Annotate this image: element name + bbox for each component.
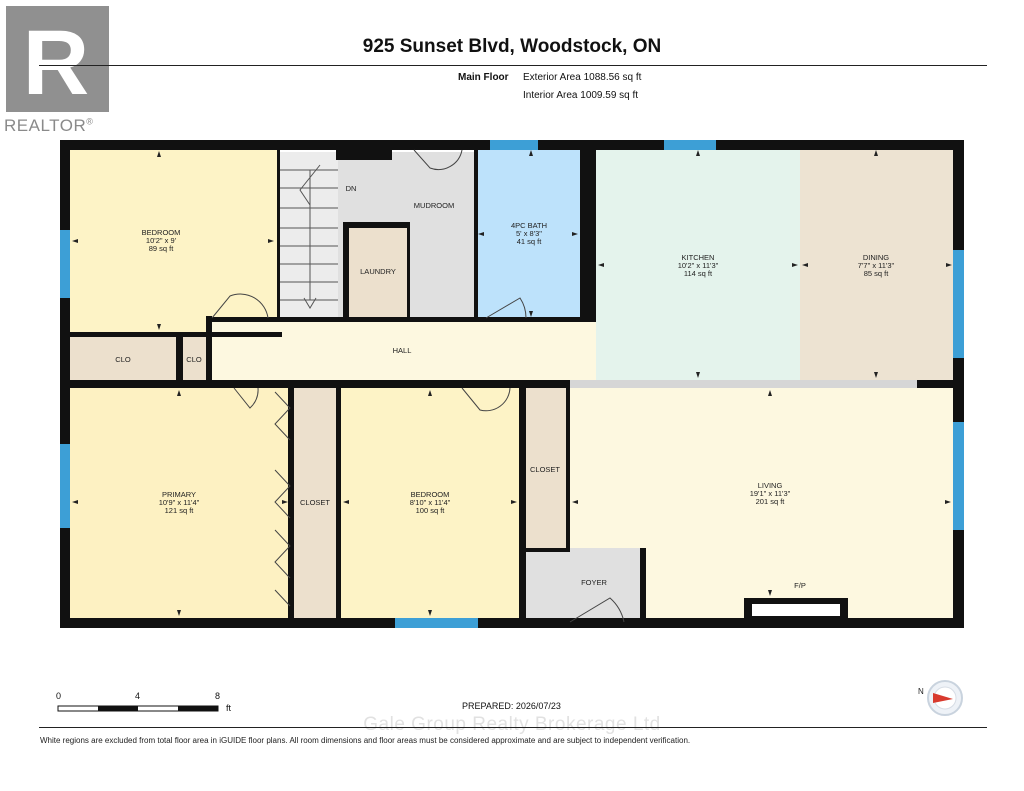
fireplace-hearth	[752, 604, 840, 616]
room-hall-fill	[212, 322, 596, 380]
label-clo-1: CLO	[115, 355, 131, 364]
scale-tick-0: 0	[56, 691, 62, 701]
realtor-r-icon: R	[6, 6, 109, 114]
dims-bath: 5' x 8'3"	[516, 229, 542, 238]
room-bedroom-mid-fill	[341, 388, 519, 618]
scale-bar	[57, 705, 219, 712]
scale-tick-8: 8	[215, 691, 221, 701]
area-living: 201 sq ft	[756, 497, 786, 506]
property-title: 925 Sunset Blvd, Woodstock, ON	[362, 36, 662, 57]
room-bedroom-top-fill	[70, 150, 277, 332]
scale-unit: ft	[226, 703, 232, 713]
footer-divider	[39, 727, 987, 728]
label-bedroom-mid: BEDROOM	[411, 490, 450, 499]
room-laundry-fill	[349, 228, 407, 317]
realtor-wordmark: REALTOR	[4, 116, 87, 135]
room-bath-fill	[478, 150, 580, 318]
label-stairs-dn: DN	[346, 184, 357, 193]
exterior-area: Exterior Area 1088.56 sq ft	[523, 72, 642, 83]
dims-primary: 10'9" x 11'4"	[159, 498, 200, 507]
room-closet-primary-fill	[294, 388, 336, 618]
interior-area: Interior Area 1009.59 sq ft	[523, 90, 639, 101]
dims-living: 19'1" x 11'3"	[750, 489, 791, 498]
room-closet-mid-fill	[526, 388, 566, 552]
label-hall: HALL	[393, 346, 412, 355]
realtor-letter: R	[23, 12, 89, 114]
door-swings	[211, 149, 625, 623]
room-clo1-fill	[70, 337, 176, 380]
compass-north-label: N	[918, 687, 924, 696]
area-bedroom-top: 89 sq ft	[149, 244, 175, 253]
dims-kitchen: 10'2" x 11'3"	[678, 261, 719, 270]
room-primary-fill	[70, 388, 290, 618]
room-clo2-fill	[183, 337, 206, 380]
room-stairs-fill	[278, 152, 338, 317]
label-closet-primary: CLOSET	[300, 498, 330, 507]
label-foyer: FOYER	[581, 578, 607, 587]
area-bath: 41 sq ft	[517, 237, 543, 246]
floor-label: Main Floor	[458, 72, 509, 83]
label-bedroom-top: BEDROOM	[142, 228, 181, 237]
kitchen-living-opening	[570, 380, 917, 388]
dimension-arrows	[72, 150, 952, 616]
scale-tick-4: 4	[135, 691, 141, 701]
area-primary: 121 sq ft	[165, 506, 195, 515]
label-mudroom: MUDROOM	[414, 201, 454, 210]
label-fireplace: F/P	[794, 581, 806, 590]
area-dining: 85 sq ft	[864, 269, 890, 278]
label-kitchen: KITCHEN	[682, 253, 715, 262]
windows	[60, 140, 964, 628]
area-bedroom-mid: 100 sq ft	[416, 506, 446, 515]
room-kitchen-fill	[596, 150, 800, 380]
label-clo-2: CLO	[186, 355, 202, 364]
dims-bedroom-mid: 8'10" x 11'4"	[410, 498, 451, 507]
prepared-date: PREPARED: 2026/07/23	[462, 701, 561, 711]
header-divider	[39, 65, 987, 66]
dims-bedroom-top: 10'2" x 9'	[146, 236, 177, 245]
label-dining: DINING	[863, 253, 889, 262]
disclaimer: White regions are excluded from total fl…	[40, 736, 691, 745]
label-bath: 4PC BATH	[511, 221, 547, 230]
room-dining-fill	[800, 150, 953, 380]
label-primary: PRIMARY	[162, 490, 196, 499]
label-living: LIVING	[758, 481, 783, 490]
label-laundry: LAUNDRY	[360, 267, 396, 276]
room-foyer-fill	[523, 548, 643, 618]
brokerage-watermark: Gale Group Realty Brokerage Ltd	[363, 714, 661, 735]
registered-mark: ®	[86, 116, 94, 127]
compass-icon: N	[918, 680, 963, 716]
stair-treads	[280, 164, 338, 309]
label-closet-mid: CLOSET	[530, 465, 560, 474]
dims-dining: 7'7" x 11'3"	[858, 261, 895, 270]
area-kitchen: 114 sq ft	[684, 269, 713, 278]
